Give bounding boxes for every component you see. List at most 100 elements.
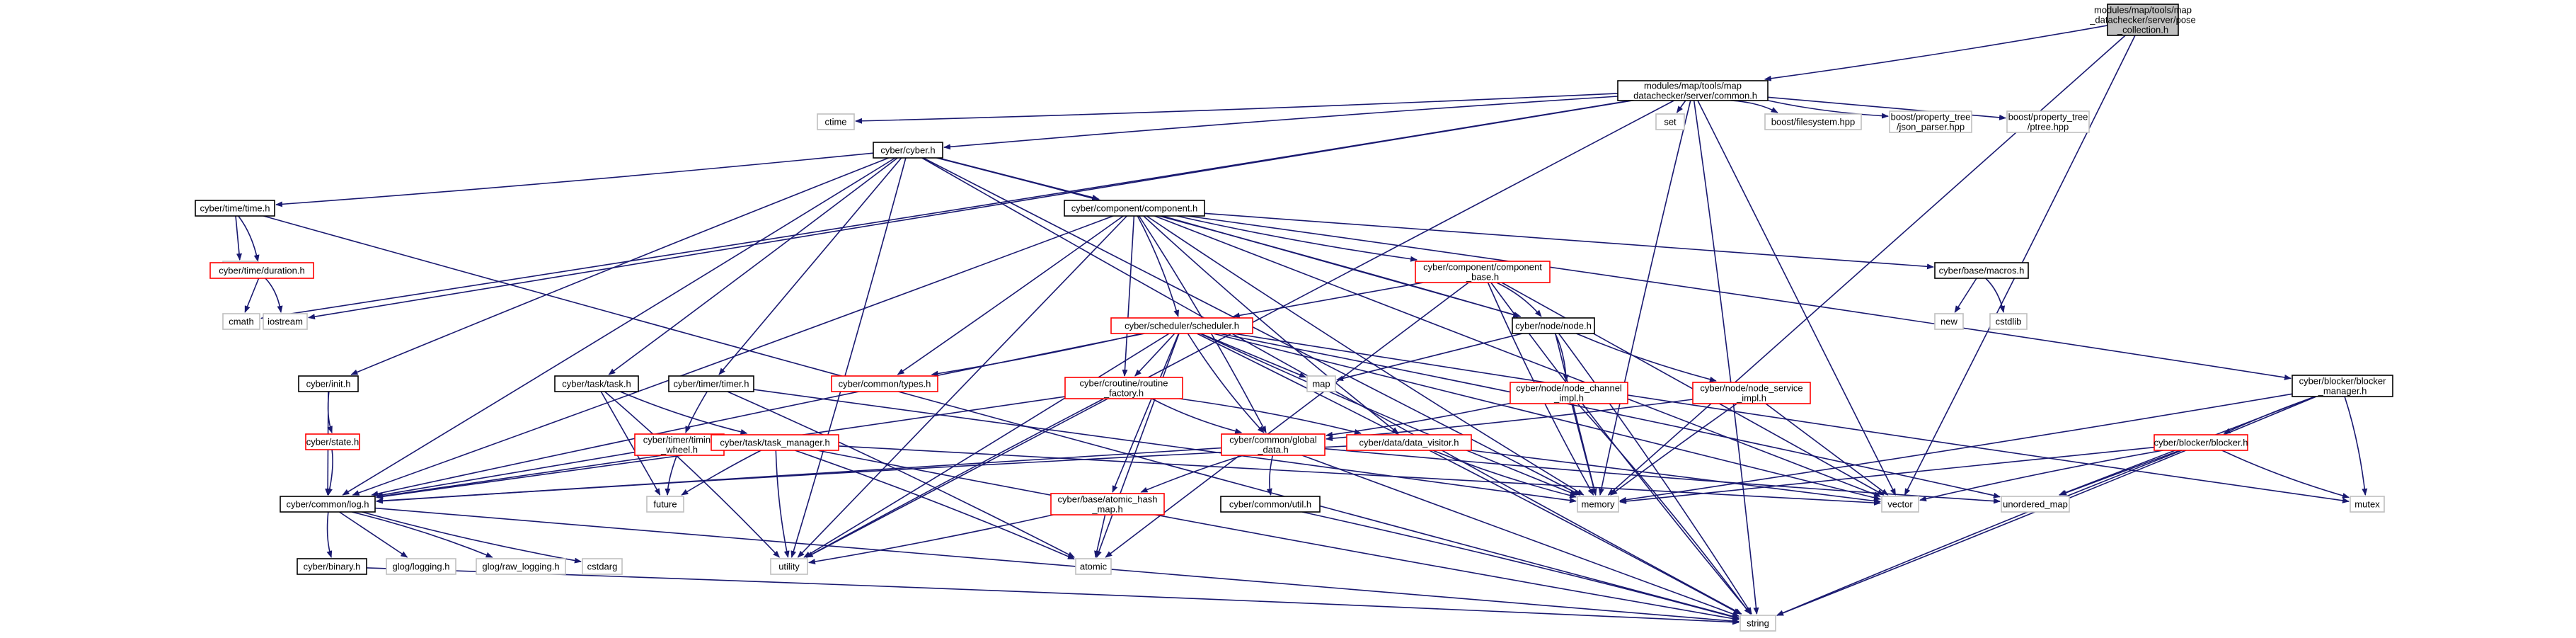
node-box-component[interactable] [1064, 200, 1205, 217]
node-box-util[interactable] [1220, 496, 1321, 513]
node-duration[interactable]: cyber/time/duration.h [209, 262, 314, 279]
node-string[interactable]: string [1740, 615, 1776, 632]
node-macros[interactable]: cyber/base/macros.h [1934, 262, 2029, 279]
node-box-map[interactable] [1306, 375, 1336, 392]
node-nodeh[interactable]: cyber/node/node.h [1512, 317, 1595, 334]
node-mutex[interactable]: mutex [2350, 496, 2385, 513]
node-box-init[interactable] [298, 375, 359, 392]
node-root[interactable]: modules/map/tools/map_datachecker/server… [2089, 4, 2196, 36]
node-box-iostream[interactable] [263, 313, 308, 330]
node-box-rawlog[interactable] [476, 558, 566, 575]
node-routine[interactable]: cyber/croutine/routine_factory.h [1064, 377, 1183, 399]
node-binary[interactable]: cyber/binary.h [297, 558, 367, 575]
node-box-root[interactable] [2107, 4, 2179, 36]
node-box-timer[interactable] [668, 375, 754, 392]
edge-channel-to-memory [1571, 403, 1597, 496]
node-box-macros[interactable] [1934, 262, 2029, 279]
edge-timeh-to-limits [235, 215, 242, 261]
node-box-string[interactable] [1740, 615, 1776, 632]
node-box-jsonparser[interactable] [1889, 110, 1972, 133]
node-box-routine[interactable] [1064, 377, 1183, 399]
node-ptree[interactable]: boost/property_tree/ptree.hpp [2006, 110, 2090, 133]
node-rawlog[interactable]: glog/raw_logging.h [476, 558, 566, 575]
node-box-visitor[interactable] [1346, 434, 1472, 451]
node-box-cstdlib[interactable] [1989, 313, 2028, 330]
node-box-types[interactable] [831, 375, 938, 392]
node-box-cstdarg[interactable] [582, 558, 623, 575]
node-box-task[interactable] [554, 375, 639, 392]
node-box-log[interactable] [280, 496, 376, 513]
node-component[interactable]: cyber/component/component.h [1064, 200, 1205, 217]
node-iostream[interactable]: iostream [263, 313, 308, 330]
node-box-memory[interactable] [1577, 496, 1619, 513]
node-cstdlib[interactable]: cstdlib [1989, 313, 2028, 330]
node-compbase[interactable]: cyber/component/component_base.h [1415, 261, 1551, 283]
node-vector[interactable]: vector [1881, 496, 1919, 513]
node-box-mutex[interactable] [2350, 496, 2385, 513]
node-box-nodeh[interactable] [1512, 317, 1595, 334]
node-types[interactable]: cyber/common/types.h [831, 375, 938, 392]
node-glog[interactable]: glog/logging.h [386, 558, 456, 575]
node-box-duration[interactable] [209, 262, 314, 279]
node-box-state[interactable] [305, 433, 360, 450]
node-state[interactable]: cyber/state.h [305, 433, 360, 450]
node-unordered[interactable]: unordered_map [2001, 496, 2070, 513]
node-cstdarg[interactable]: cstdarg [582, 558, 623, 575]
node-ctime[interactable]: ctime [817, 113, 855, 130]
node-init[interactable]: cyber/init.h [298, 375, 359, 392]
node-box-blocker[interactable] [2154, 434, 2248, 451]
node-box-timingwheel[interactable] [634, 433, 725, 456]
node-map[interactable]: map [1306, 375, 1336, 392]
node-box-atomic[interactable] [1075, 558, 1112, 575]
node-visitor[interactable]: cyber/data/data_visitor.h [1346, 434, 1472, 451]
node-timer[interactable]: cyber/timer/timer.h [668, 375, 754, 392]
node-boostfs[interactable]: boost/filesystem.hpp [1764, 113, 1862, 130]
node-box-vector[interactable] [1881, 496, 1919, 513]
node-set[interactable]: set [1655, 113, 1685, 130]
node-box-binary[interactable] [297, 558, 367, 575]
node-box-unordered[interactable] [2001, 496, 2070, 513]
node-blockermgr[interactable]: cyber/blocker/blocker_manager.h [2292, 375, 2393, 397]
node-box-atomichash[interactable] [1050, 493, 1165, 515]
node-box-taskmgr[interactable] [711, 434, 839, 451]
node-log[interactable]: cyber/common/log.h [280, 496, 376, 513]
node-jsonparser[interactable]: boost/property_tree/json_parser.hpp [1889, 110, 1972, 133]
node-timingwheel[interactable]: cyber/timer/timing_wheel.h [634, 433, 725, 456]
node-box-timeh[interactable] [195, 200, 275, 217]
node-box-scheduler[interactable] [1110, 317, 1253, 334]
node-future[interactable]: future [646, 496, 684, 513]
node-box-blockermgr[interactable] [2292, 375, 2393, 397]
node-common[interactable]: modules/map/tools/map_datachecker/server… [1617, 80, 1769, 101]
node-channel[interactable]: cyber/node/node_channel_impl.h [1510, 382, 1628, 404]
node-global[interactable]: cyber/common/global_data.h [1221, 433, 1326, 456]
node-box-global[interactable] [1221, 433, 1326, 456]
node-box-channel[interactable] [1510, 382, 1628, 404]
node-box-ptree[interactable] [2006, 110, 2090, 133]
node-scheduler[interactable]: cyber/scheduler/scheduler.h [1110, 317, 1253, 334]
node-task[interactable]: cyber/task/task.h [554, 375, 639, 392]
node-atomichash[interactable]: cyber/base/atomic_hash_map.h [1050, 493, 1165, 515]
node-box-set[interactable] [1655, 113, 1685, 130]
node-blocker[interactable]: cyber/blocker/blocker.h [2154, 434, 2248, 451]
node-box-boostfs[interactable] [1764, 113, 1862, 130]
node-service[interactable]: cyber/node/node_service_impl.h [1692, 382, 1811, 404]
node-util[interactable]: cyber/common/util.h [1220, 496, 1321, 513]
node-box-common[interactable] [1617, 80, 1769, 101]
node-memory[interactable]: memory [1577, 496, 1619, 513]
node-new[interactable]: new [1934, 313, 1964, 330]
node-box-ctime[interactable] [817, 113, 855, 130]
node-timeh[interactable]: cyber/time/time.h [195, 200, 275, 217]
node-atomic[interactable]: atomic [1075, 558, 1112, 575]
node-cyber[interactable]: cyber/cyber.h [873, 142, 943, 159]
node-box-utility[interactable] [770, 558, 808, 575]
node-cmath[interactable]: cmath [222, 313, 260, 330]
node-box-compbase[interactable] [1415, 261, 1551, 283]
node-utility[interactable]: utility [770, 558, 808, 575]
node-box-cyber[interactable] [873, 142, 943, 159]
node-taskmgr[interactable]: cyber/task/task_manager.h [711, 434, 839, 451]
node-box-service[interactable] [1692, 382, 1811, 404]
node-box-future[interactable] [646, 496, 684, 513]
node-box-cmath[interactable] [222, 313, 260, 330]
node-box-new[interactable] [1934, 313, 1964, 330]
node-box-glog[interactable] [386, 558, 456, 575]
